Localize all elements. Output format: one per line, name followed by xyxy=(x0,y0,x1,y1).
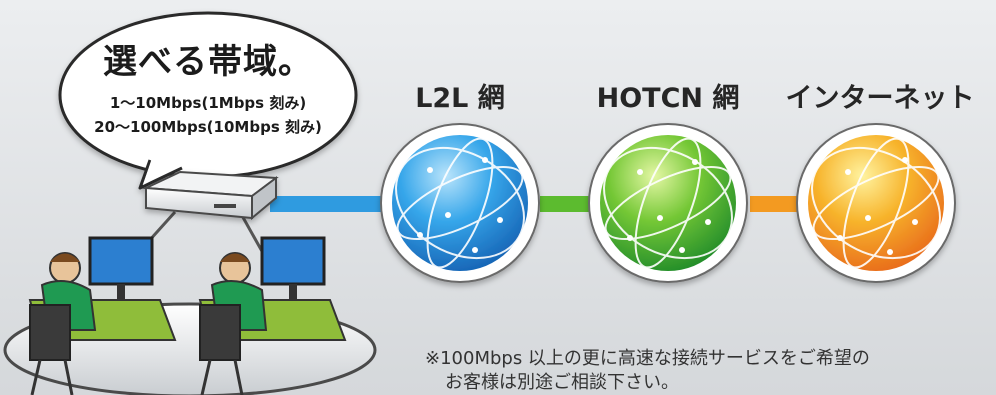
label-hotcn: HOTCN 網 xyxy=(596,83,740,114)
bubble-title: 選べる帯域。 xyxy=(103,42,313,82)
bandwidth-range-2: 20～100Mbps(10Mbps 刻み) xyxy=(94,118,322,136)
router-device xyxy=(142,170,279,221)
footnote-line-2: お客様は別途ご相談下さい。 xyxy=(445,372,679,393)
bandwidth-range-1: 1～10Mbps(1Mbps 刻み) xyxy=(109,94,307,112)
label-internet: インターネット xyxy=(785,83,975,114)
workstation-left xyxy=(28,236,177,395)
globe-l2l-icon xyxy=(380,123,540,283)
workstation-right xyxy=(198,236,347,395)
footnote-line-1: ※100Mbps 以上の更に高速な接続サービスをご希望の xyxy=(425,348,870,369)
link-router-l2l xyxy=(270,196,400,212)
globe-internet-icon xyxy=(796,123,956,283)
label-l2l: L2L 網 xyxy=(415,83,505,114)
speech-bubble xyxy=(58,11,358,190)
globe-hotcn-icon xyxy=(588,123,748,283)
